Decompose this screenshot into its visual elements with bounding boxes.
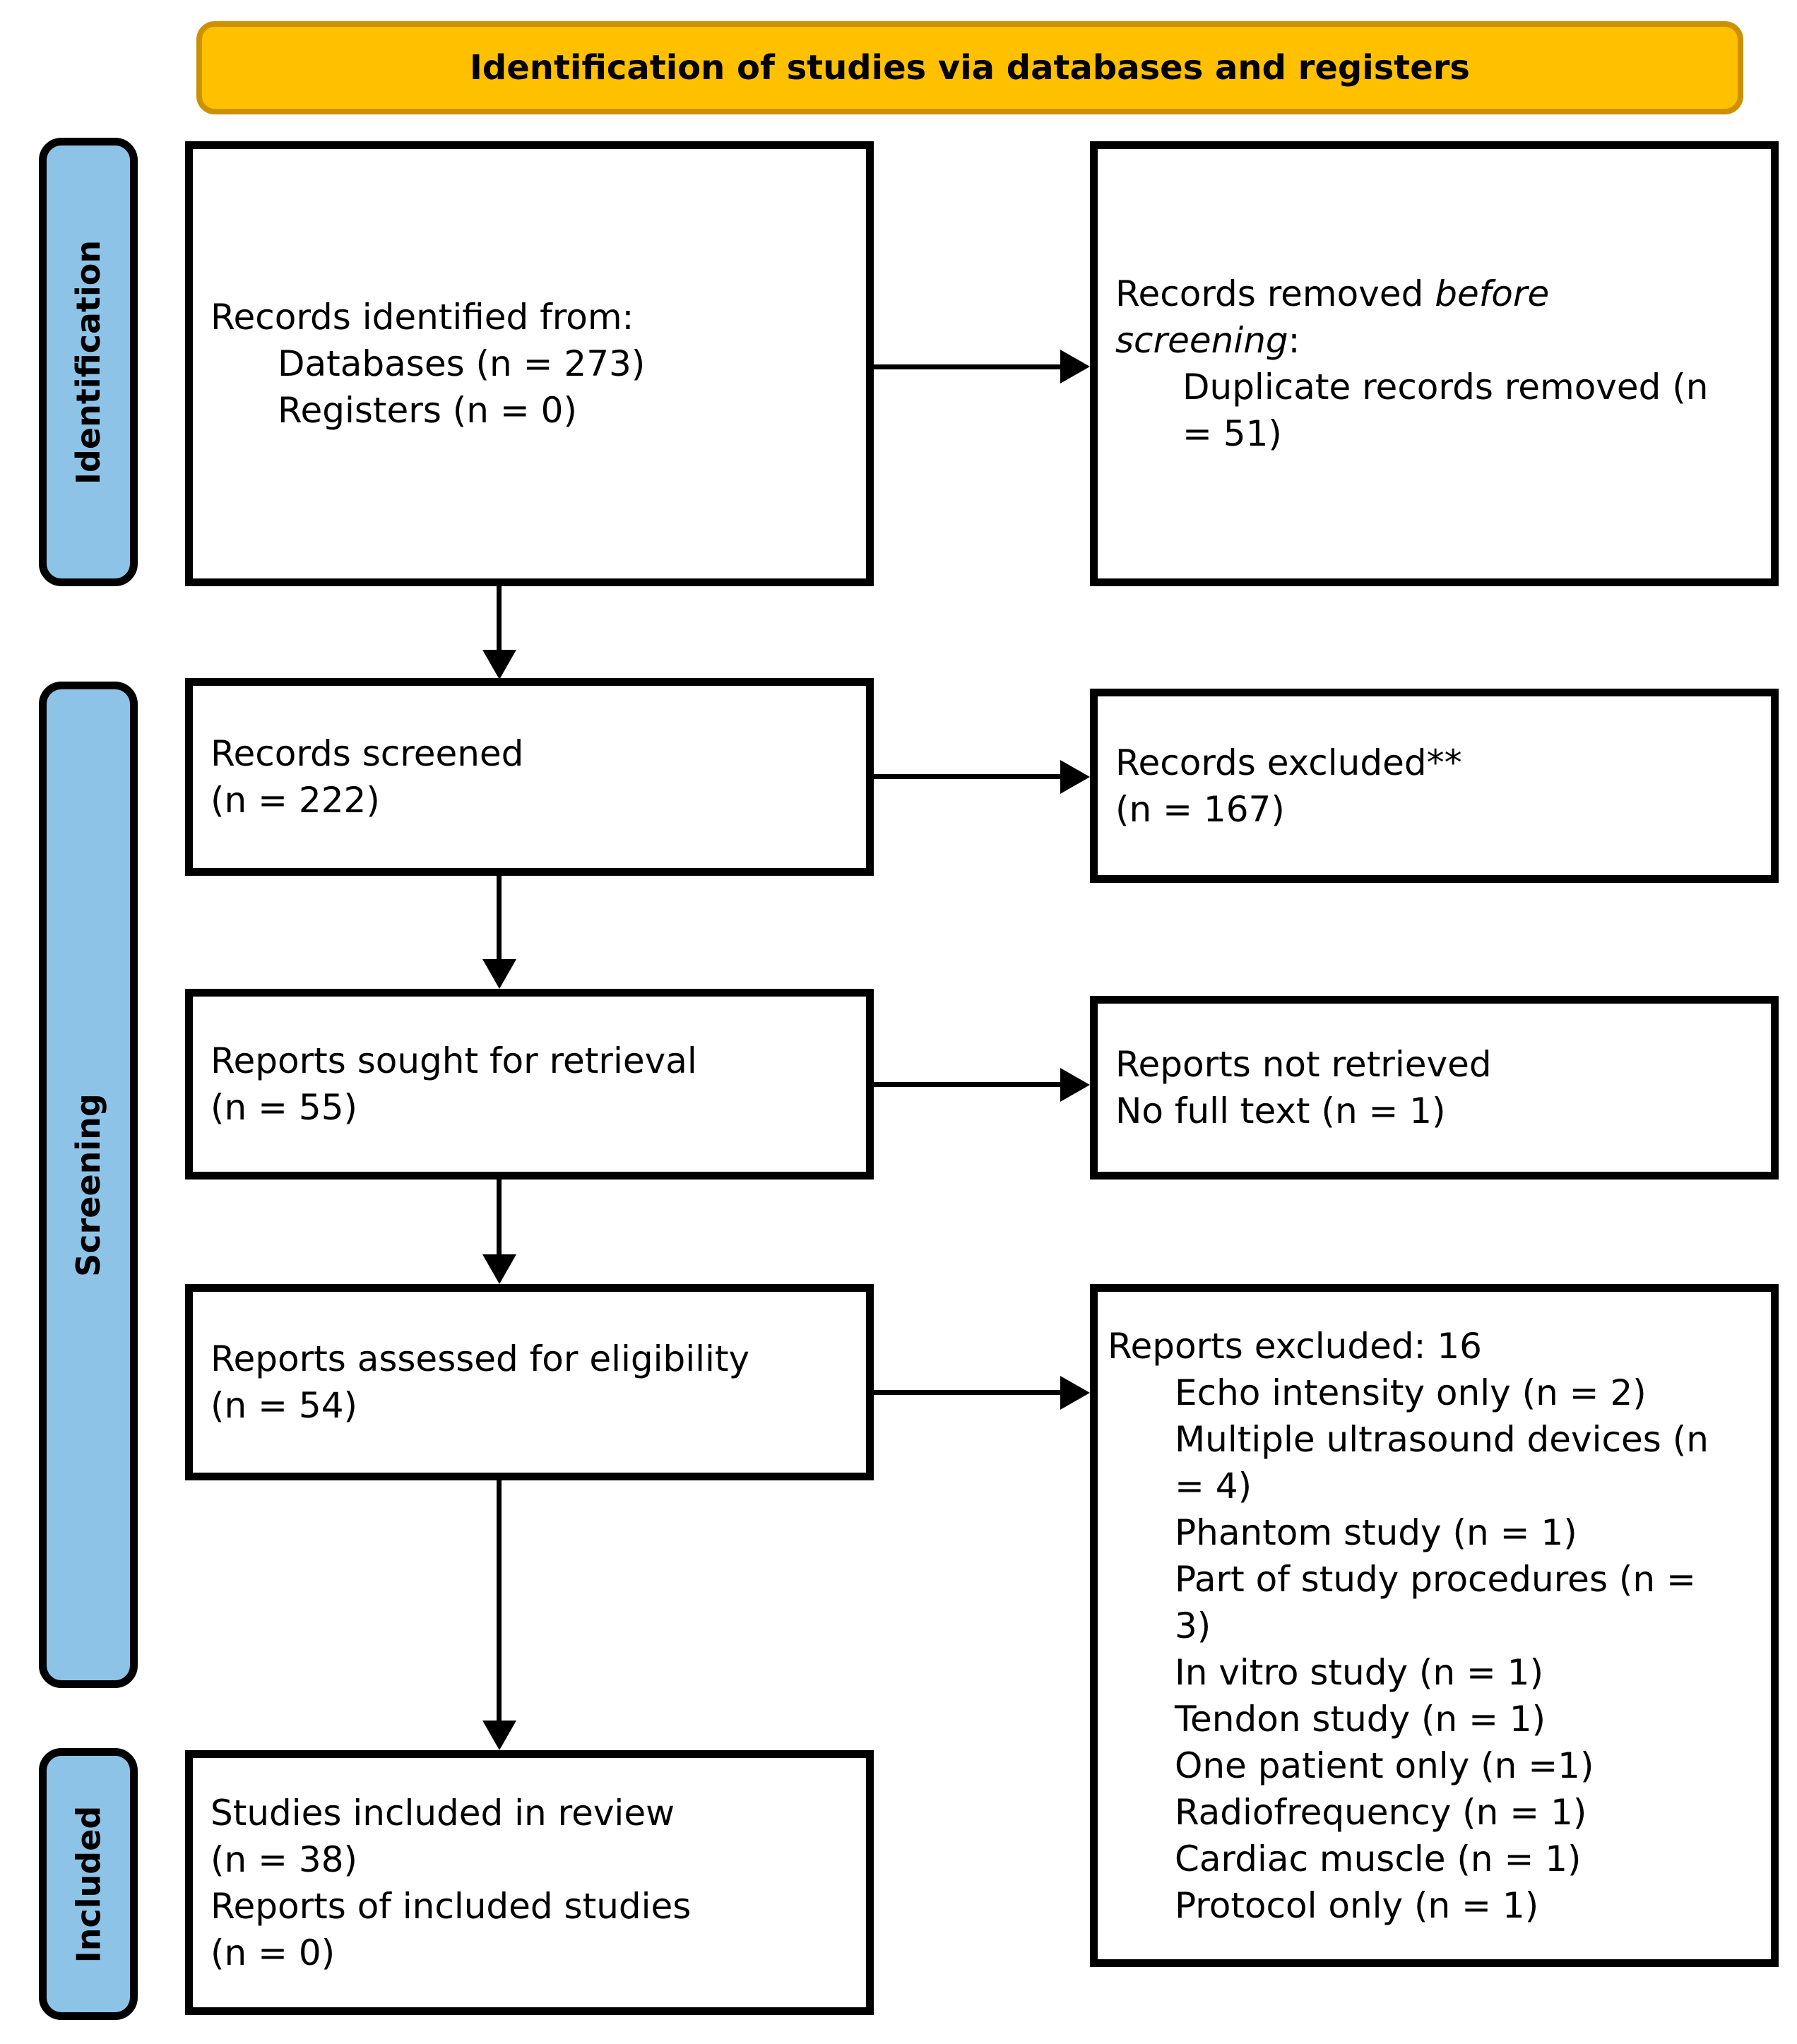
- box-records-screened: Records screened (n = 222): [185, 678, 874, 876]
- text-segment-italic: before screening: [1115, 273, 1550, 361]
- text-line: Radiofrequency (n = 1): [1175, 1791, 1587, 1833]
- text-line: Records identified from:: [210, 297, 634, 338]
- text-line: Phantom study (n = 1): [1175, 1511, 1577, 1553]
- text-line: (n = 54): [210, 1385, 358, 1426]
- banner-title: Identification of studies via databases …: [470, 48, 1470, 88]
- text-line: Reports of included studies: [210, 1885, 692, 1927]
- sidebar-screening-label: Screening: [69, 1093, 108, 1277]
- box-reports-sought-content: Reports sought for retrieval (n = 55): [193, 1038, 866, 1131]
- box-reports-excluded-content: Reports excluded: 16 Echo intensity only…: [1098, 1323, 1771, 1929]
- arrow-head-icon: [1060, 1068, 1090, 1102]
- text-line: Reports sought for retrieval: [210, 1040, 697, 1081]
- text-line: (n = 167): [1115, 788, 1285, 830]
- arrow-head-icon: [1060, 760, 1090, 794]
- arrow-head-icon: [482, 650, 516, 679]
- box-reports-assessed-content: Reports assessed for eligibility (n = 54…: [193, 1336, 866, 1429]
- box-records-removed: Records removed before screening: Duplic…: [1090, 141, 1779, 586]
- text-line: Reports assessed for eligibility: [210, 1338, 750, 1379]
- box-records-excluded: Records excluded** (n = 167): [1090, 689, 1779, 883]
- arrow-head-icon: [1060, 1376, 1090, 1410]
- text-line: Tendon study (n = 1): [1175, 1698, 1546, 1740]
- text-line: Reports not retrieved: [1115, 1044, 1492, 1085]
- arrow-line: [874, 1390, 1062, 1395]
- text-line: Records screened: [210, 733, 524, 774]
- arrow-line: [874, 1082, 1062, 1087]
- box-studies-included-content: Studies included in review (n = 38) Repo…: [193, 1790, 866, 1976]
- box-records-identified: Records identified from: Databases (n = …: [185, 141, 874, 586]
- text-line: Databases (n = 273): [278, 343, 646, 384]
- arrow-line: [497, 1480, 502, 1723]
- arrow-line: [497, 1180, 502, 1257]
- text-line: Reports excluded: 16: [1108, 1325, 1482, 1367]
- arrow-line: [497, 586, 502, 651]
- text-line: Protocol only (n = 1): [1175, 1884, 1539, 1926]
- sidebar-identification: Identification: [39, 138, 138, 586]
- arrow-head-icon: [482, 1254, 516, 1284]
- text-line: Cardiac muscle (n = 1): [1175, 1838, 1582, 1879]
- arrow-head-icon: [1060, 350, 1090, 384]
- text-line: Multiple ultrasound devices (n = 4): [1175, 1418, 1709, 1507]
- box-records-identified-content: Records identified from: Databases (n = …: [193, 294, 866, 434]
- box-reports-assessed: Reports assessed for eligibility (n = 54…: [185, 1284, 874, 1480]
- text-line: (n = 222): [210, 780, 380, 821]
- text-line: Part of study procedures (n = 3): [1175, 1558, 1696, 1646]
- text-line: No full text (n = 1): [1115, 1091, 1446, 1131]
- text-segment: :: [1288, 320, 1300, 361]
- banner: Identification of studies via databases …: [196, 21, 1743, 114]
- text-line: (n = 55): [210, 1087, 358, 1128]
- sidebar-included: Included: [39, 1748, 138, 2020]
- text-line: One patient only (n =1): [1175, 1745, 1594, 1786]
- arrow-line: [497, 876, 502, 962]
- box-reports-not-retrieved-content: Reports not retrieved No full text (n = …: [1098, 1041, 1771, 1134]
- text-line: Echo intensity only (n = 2): [1175, 1372, 1647, 1413]
- box-studies-included: Studies included in review (n = 38) Repo…: [185, 1750, 874, 2015]
- arrow-line: [874, 364, 1062, 369]
- sidebar-screening: Screening: [39, 682, 138, 1688]
- box-records-removed-content: Records removed before screening: Duplic…: [1098, 271, 1771, 457]
- text-segment: Records removed: [1115, 273, 1435, 314]
- arrow-line: [874, 774, 1062, 779]
- text-line: (n = 0): [210, 1932, 336, 1973]
- text-line: Studies included in review: [210, 1792, 675, 1834]
- text-line: Records removed before screening:: [1115, 271, 1739, 364]
- box-reports-excluded: Reports excluded: 16 Echo intensity only…: [1090, 1284, 1779, 1967]
- sidebar-identification-label: Identification: [69, 239, 108, 485]
- box-records-excluded-content: Records excluded** (n = 167): [1098, 739, 1771, 833]
- text-line: Records excluded**: [1115, 742, 1462, 783]
- arrow-head-icon: [482, 959, 516, 989]
- sidebar-included-label: Included: [69, 1805, 108, 1963]
- box-reports-not-retrieved: Reports not retrieved No full text (n = …: [1090, 996, 1779, 1180]
- text-line: Duplicate records removed (n = 51): [1182, 367, 1709, 454]
- text-line: (n = 38): [210, 1838, 358, 1880]
- arrow-head-icon: [482, 1721, 516, 1750]
- box-records-screened-content: Records screened (n = 222): [193, 730, 866, 824]
- text-line: Registers (n = 0): [278, 390, 577, 431]
- text-line: In vitro study (n = 1): [1175, 1651, 1544, 1693]
- box-reports-sought: Reports sought for retrieval (n = 55): [185, 989, 874, 1180]
